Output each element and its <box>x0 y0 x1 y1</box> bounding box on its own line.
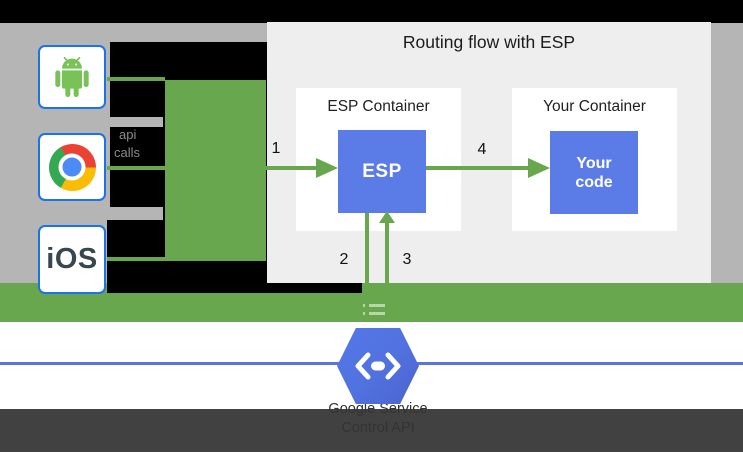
step1-arrowhead <box>316 158 338 178</box>
ios-client-box: iOS <box>38 225 106 294</box>
service-label-line2: Control API <box>341 420 415 436</box>
panel-title: Routing flow with ESP <box>402 32 576 52</box>
api-calls-annotation-line2: calls <box>114 145 141 160</box>
gray-band-between-android-chrome <box>110 117 163 127</box>
ios-label: iOS <box>46 243 98 275</box>
endpoints-hexagon-icon <box>337 328 419 404</box>
android-connector-line <box>107 77 165 81</box>
chrome-icon <box>48 143 96 191</box>
your-code-box: Your code <box>550 131 638 214</box>
step-number-2: 2 <box>339 251 349 268</box>
esp-container-title: ESP Container <box>327 98 430 115</box>
gray-right-strip <box>711 23 743 283</box>
esp-box: ESP <box>338 130 426 213</box>
chrome-client-box <box>38 133 106 201</box>
step2-down-line <box>365 213 369 322</box>
ios-connector-line <box>107 257 165 261</box>
step3-up-line <box>385 223 389 322</box>
green-aggregator-rect <box>165 80 266 261</box>
step4-arrowhead <box>528 158 550 178</box>
chrome-icon-hub <box>58 153 86 181</box>
your-code-line1: Your <box>576 154 612 172</box>
service-label-line1: Google Service <box>328 401 428 417</box>
android-client-box <box>38 45 106 109</box>
gray-band-between-chrome-ios <box>110 207 163 220</box>
footer-dark-bar <box>0 409 743 452</box>
light-green-dash-1 <box>363 304 389 307</box>
step1-arrow-line <box>107 166 318 170</box>
your-container-title: Your Container <box>543 98 646 115</box>
android-icon <box>55 57 89 97</box>
light-green-dash-2 <box>363 312 389 315</box>
step3-up-arrowhead <box>379 211 395 223</box>
your-code-line2: code <box>575 173 613 191</box>
step4-arrow-line <box>426 166 530 170</box>
step-number-1: 1 <box>271 140 281 157</box>
step-number-3: 3 <box>402 251 412 268</box>
code-brackets-glyph <box>355 352 401 380</box>
step-number-4: 4 <box>477 141 487 158</box>
your-container-box: Your Container Your code <box>512 88 677 231</box>
esp-box-label: ESP <box>362 160 402 182</box>
service-control-label: Google Service Control API <box>258 400 498 438</box>
api-calls-annotation-line1: api <box>119 127 137 142</box>
